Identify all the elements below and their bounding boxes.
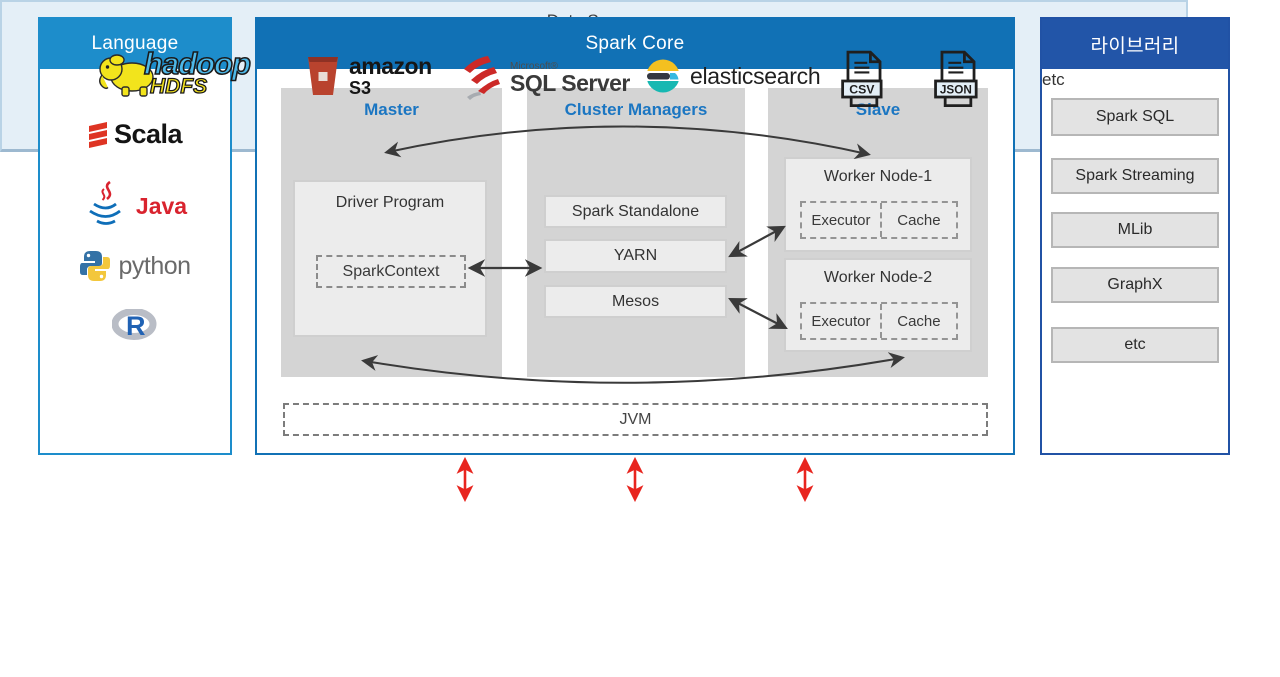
master-column: Master Driver Program SparkContext — [281, 88, 502, 377]
microsoft-label: Microsoft® — [510, 60, 558, 72]
jvm-box: JVM — [283, 403, 988, 436]
worker-node-1-box: Worker Node-1 Executor Cache — [784, 157, 972, 252]
driver-program-box: Driver Program SparkContext — [293, 180, 487, 337]
elasticsearch-logo: elasticsearch — [645, 58, 821, 94]
cache-box: Cache — [897, 312, 941, 330]
elasticsearch-label: elasticsearch — [690, 62, 821, 89]
sql-server-logo: Microsoft® SQL Server — [462, 54, 630, 102]
library-panel: 라이브러리 Spark SQL Spark Streaming MLib Gra… — [1040, 17, 1230, 455]
scala-logo: Scala — [40, 117, 230, 151]
r-logo: R — [40, 305, 230, 349]
sql-server-label: SQL Server — [510, 69, 630, 96]
csv-label: CSV — [849, 82, 875, 96]
yarn-box: YARN — [544, 239, 727, 273]
python-label: python — [118, 251, 191, 280]
s3-label: S3 — [349, 77, 372, 98]
spark-core-header: Spark Core — [257, 19, 1013, 69]
java-icon — [89, 180, 121, 225]
scala-label: Scala — [113, 118, 183, 149]
cluster-managers-column: Cluster Managers Spark Standalone YARN M… — [527, 88, 745, 377]
graphx-box: GraphX — [1051, 267, 1219, 303]
hdfs-label: HDFS — [149, 74, 208, 98]
worker-node-2-exec-cache: Executor Cache — [800, 302, 958, 340]
hadoop-elephant-icon — [99, 53, 154, 97]
r-ring-icon — [111, 308, 157, 340]
spark-sql-box: Spark SQL — [1051, 98, 1219, 136]
java-label: Java — [135, 192, 188, 219]
mlib-box: MLib — [1051, 212, 1219, 248]
s3-bucket-icon — [308, 57, 338, 95]
scala-icon — [88, 122, 107, 148]
etc-box: etc — [1051, 327, 1219, 363]
cache-box: Cache — [897, 211, 941, 229]
language-header: Language — [40, 19, 230, 69]
worker-node-1-exec-cache: Executor Cache — [800, 201, 958, 239]
sql-server-icon — [464, 56, 500, 100]
python-icon — [80, 251, 111, 281]
hadoop-hdfs-logo: hadoop HDFS — [96, 45, 252, 99]
json-file-icon: JSON — [932, 50, 984, 112]
driver-program-label: Driver Program — [335, 194, 445, 211]
language-title: Language — [91, 33, 179, 54]
amazon-label: amazon — [349, 53, 432, 80]
spark-standalone-box: Spark Standalone — [544, 195, 727, 228]
elasticsearch-icon — [646, 59, 680, 93]
r-label: R — [126, 311, 146, 341]
library-header: 라이브러리 — [1042, 19, 1228, 69]
library-title: 라이브러리 — [1090, 35, 1180, 57]
json-label: JSON — [940, 83, 972, 96]
java-logo: Java — [40, 179, 230, 233]
executor-box: Executor — [802, 203, 882, 237]
worker-node-2-box: Worker Node-2 Executor Cache — [784, 258, 972, 352]
spark-core-title: Spark Core — [585, 33, 685, 54]
spark-context-box: SparkContext — [316, 255, 466, 288]
csv-file-icon: CSV — [838, 50, 890, 112]
worker-node-1-label: Worker Node-1 — [823, 168, 933, 185]
executor-box: Executor — [802, 304, 882, 338]
amazon-s3-logo: amazon S3 — [305, 52, 432, 100]
hadoop-label: hadoop — [143, 45, 252, 82]
etc-label: etc — [1042, 70, 1065, 89]
slave-column: Slave Worker Node-1 Executor Cache Worke… — [768, 88, 988, 377]
master-title: Master — [364, 100, 419, 119]
python-logo: python — [40, 247, 230, 285]
spark-streaming-box: Spark Streaming — [1051, 158, 1219, 194]
cluster-managers-title: Cluster Managers — [564, 100, 708, 119]
worker-node-2-label: Worker Node-2 — [823, 269, 933, 286]
mesos-box: Mesos — [544, 285, 727, 318]
